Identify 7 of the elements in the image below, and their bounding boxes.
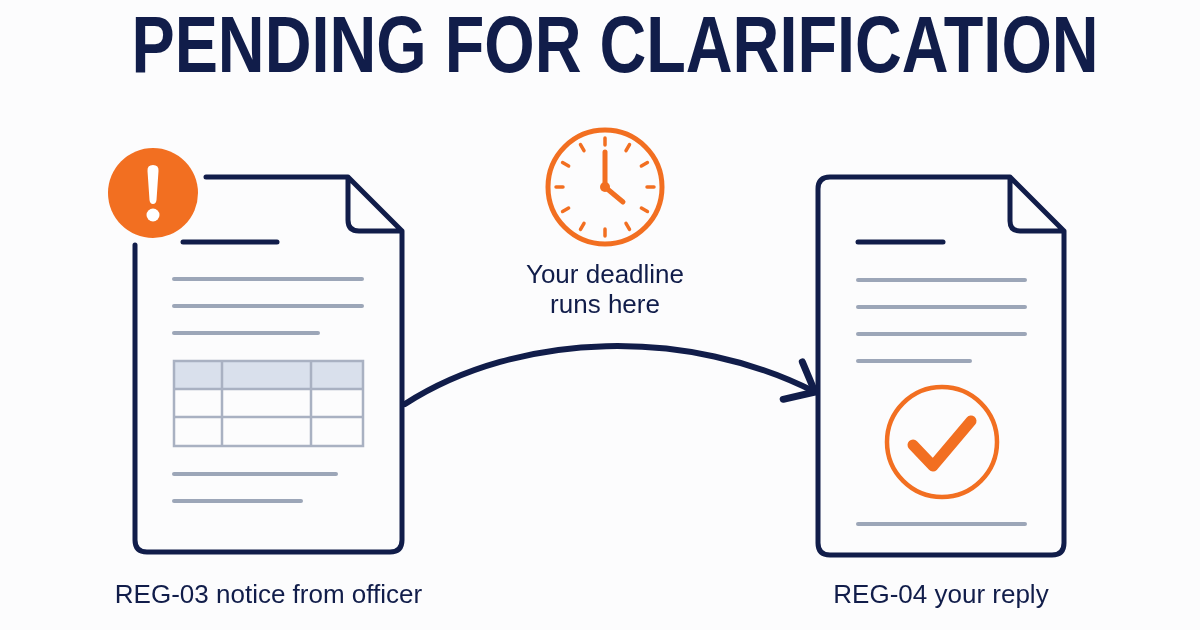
- document-page: [132, 174, 405, 555]
- document-page: [815, 174, 1067, 558]
- title: PENDING FOR CLARIFICATION: [131, 5, 1099, 85]
- node-label: REG-03 notice from officer: [114, 579, 423, 609]
- edge-label: Your deadline runs here: [524, 259, 686, 319]
- node-label: REG-04 your reply: [833, 579, 1049, 609]
- curved-arrow: [402, 343, 819, 407]
